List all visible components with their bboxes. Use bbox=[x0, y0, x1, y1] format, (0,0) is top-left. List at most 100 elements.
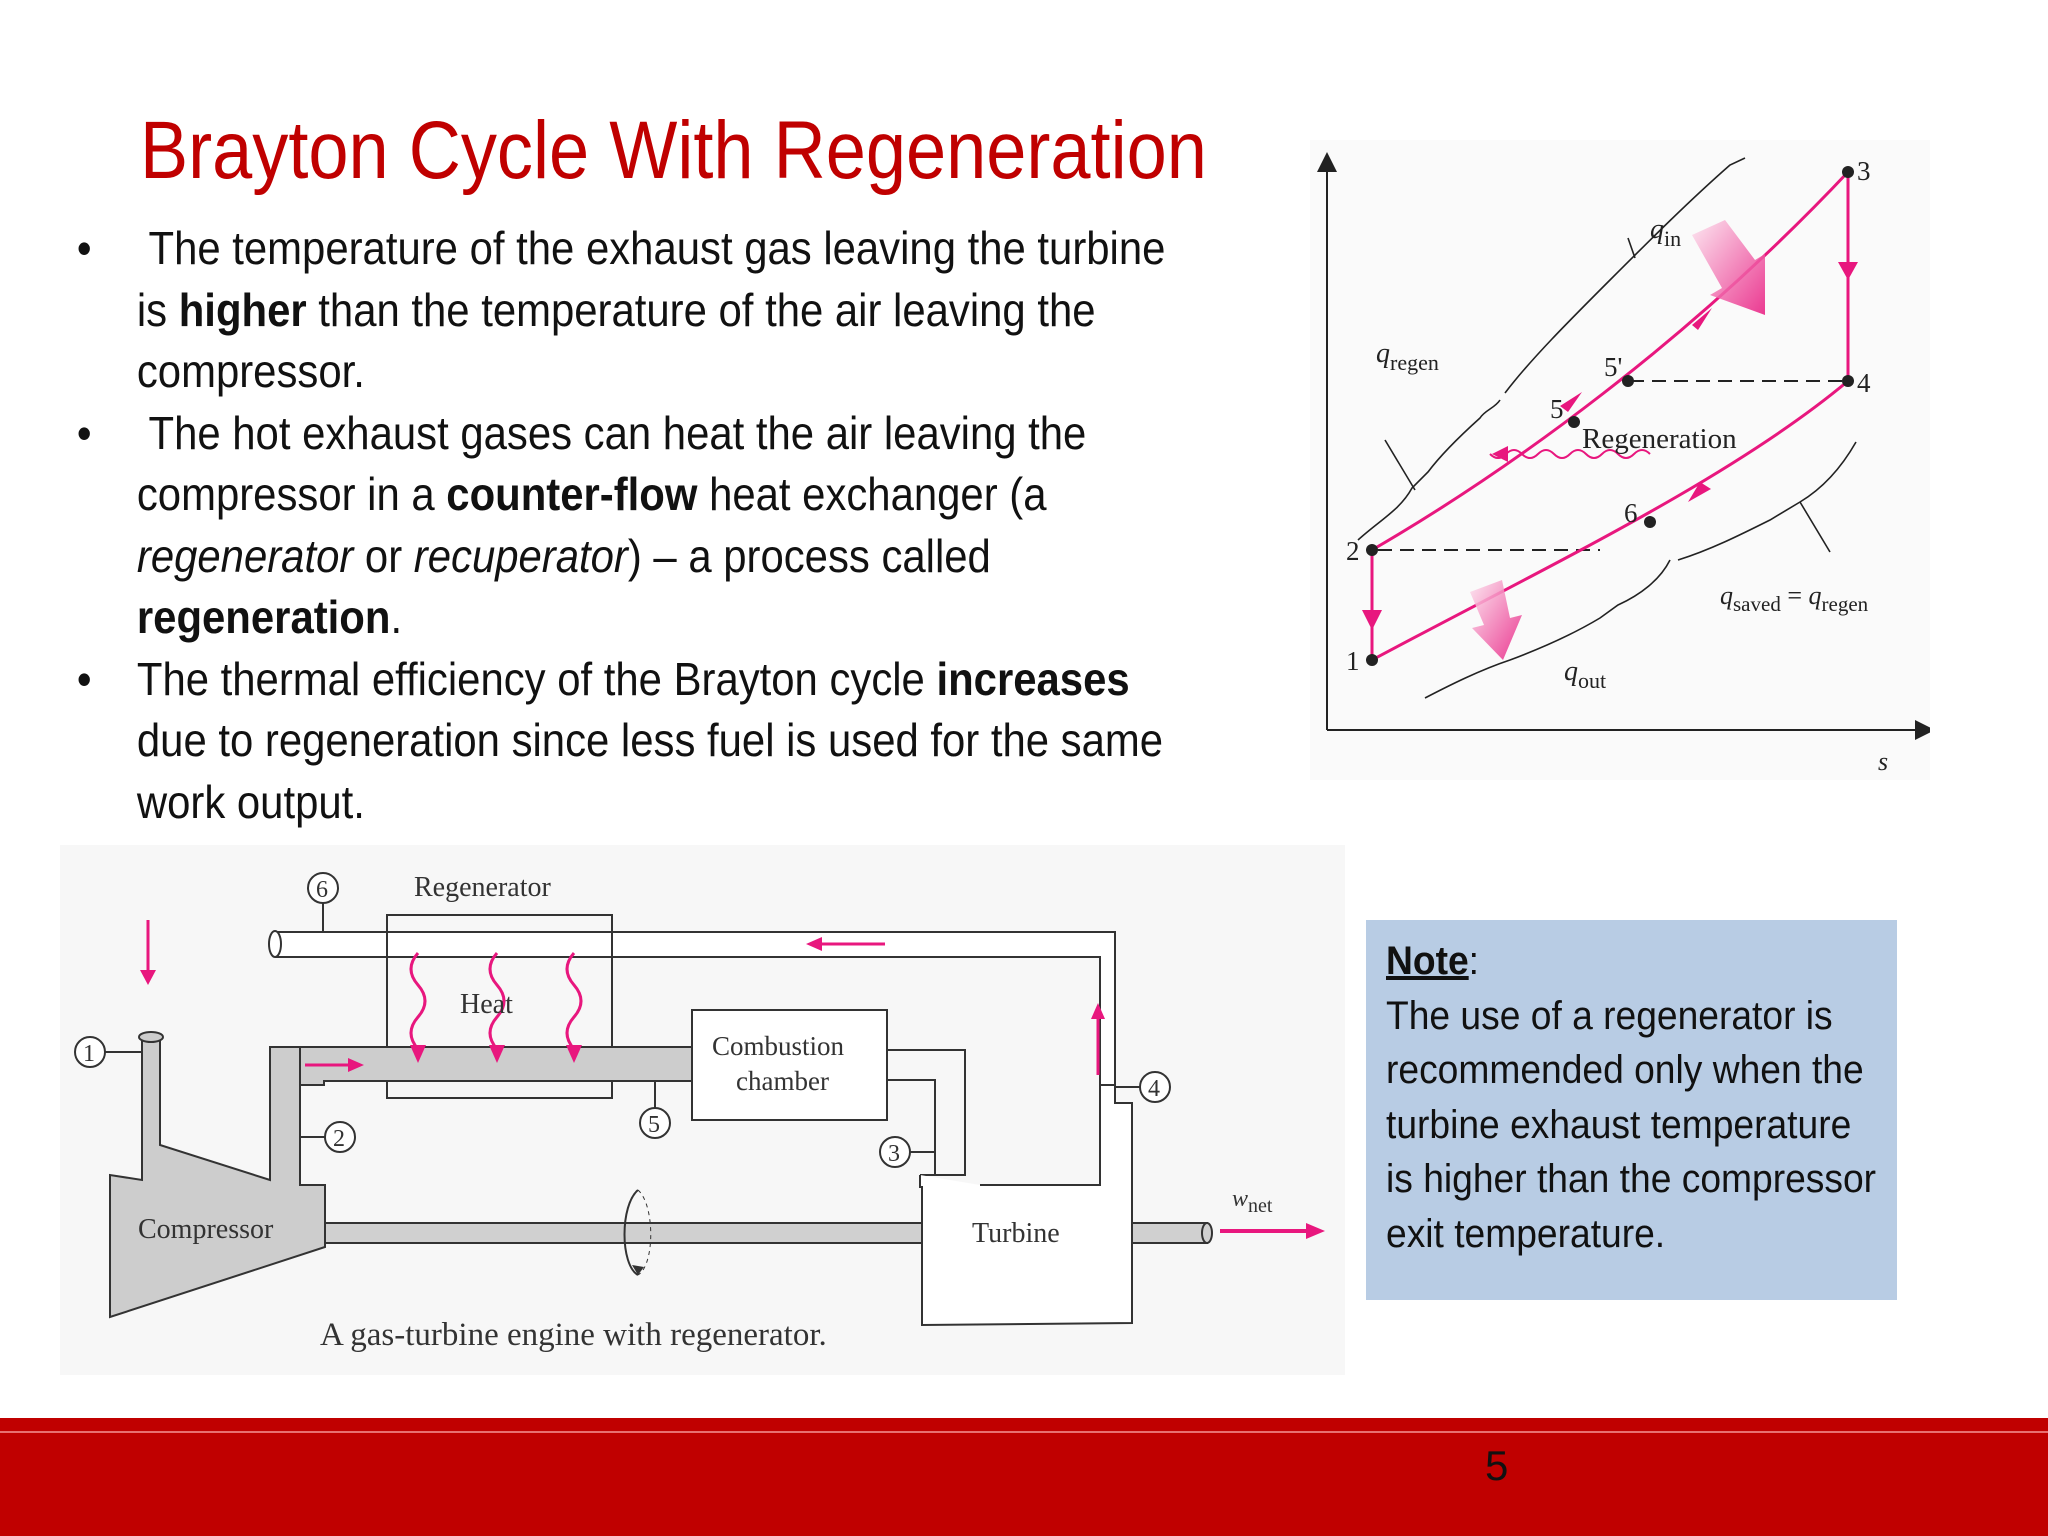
compressor-body bbox=[109, 1035, 326, 1319]
heat-arrowhead bbox=[489, 1045, 505, 1063]
combustion-chamber-label-2: chamber bbox=[736, 1066, 829, 1096]
heat-label: Heat bbox=[460, 989, 513, 1020]
process-4-1 bbox=[1371, 379, 1849, 662]
q-in-arrow bbox=[1692, 220, 1765, 315]
station-marker-5 bbox=[639, 1107, 671, 1139]
page-number: 5 bbox=[1485, 1442, 1509, 1489]
q-out-arrow bbox=[1470, 580, 1522, 660]
bullet-text-italic: regenerator bbox=[136, 529, 354, 582]
q-in-label: qin bbox=[1650, 214, 1681, 251]
q-regen-label: qregen bbox=[1376, 338, 1439, 375]
note-box: Note: The use of a regenerator is recomm… bbox=[1366, 920, 1897, 1300]
output-shaft bbox=[1131, 1222, 1208, 1244]
bullet-item: The hot exhaust gases can heat the air l… bbox=[75, 403, 1185, 649]
bullet-text: The thermal efficiency of the Brayton cy… bbox=[136, 652, 937, 705]
q-out-label: qout bbox=[1564, 656, 1606, 693]
s-axis-label: s bbox=[1878, 747, 1888, 776]
q-regen-brace bbox=[1357, 399, 1501, 541]
engine-caption: A gas-turbine engine with regenerator. bbox=[320, 1317, 827, 1353]
q-in-brace-tip bbox=[1627, 237, 1636, 259]
bullet-text: due to regeneration since less fuel is u… bbox=[136, 652, 1175, 828]
compressor-label: Compressor bbox=[138, 1214, 274, 1245]
footer-bar bbox=[0, 1418, 2048, 1536]
combustion-chamber bbox=[691, 1009, 888, 1121]
compressed-air-arrowhead bbox=[348, 1058, 364, 1072]
bullet-text-italic: recuperator bbox=[413, 529, 628, 582]
slide-title: Brayton Cycle With Regeneration bbox=[140, 105, 1207, 196]
bullet-text-bold: increases bbox=[936, 652, 1130, 705]
bullet-text: The hot exhaust gases can heat the air l… bbox=[136, 406, 1098, 521]
process-2-3 bbox=[1371, 170, 1850, 552]
heat-squiggle bbox=[409, 952, 427, 1050]
bullet-list: The temperature of the exhaust gas leavi… bbox=[75, 218, 1185, 833]
heat-squiggle bbox=[565, 952, 583, 1050]
station-marker-6 bbox=[307, 872, 339, 904]
station-label-2: 2 bbox=[333, 1126, 345, 1152]
bullet-text: heat exchanger (a bbox=[697, 468, 1059, 520]
state-label-1: 1 bbox=[1346, 646, 1360, 676]
bullet-item: The thermal efficiency of the Brayton cy… bbox=[75, 649, 1185, 834]
station-marker-1 bbox=[74, 1036, 106, 1068]
exhaust-arrowhead bbox=[806, 937, 822, 951]
state-label-5: 5 bbox=[1550, 394, 1564, 424]
footer-divider bbox=[0, 1431, 2048, 1433]
regeneration-arrow bbox=[1489, 449, 1651, 459]
bullet-text: ) – a process called bbox=[627, 529, 1003, 582]
station-label-4: 4 bbox=[1148, 1076, 1160, 1102]
combustor-turbine-duct bbox=[887, 1049, 966, 1176]
station-marker-4 bbox=[1139, 1071, 1171, 1103]
combustion-chamber-label-1: Combustion bbox=[712, 1031, 845, 1061]
bullet-text-bold: regeneration bbox=[136, 591, 391, 643]
note-label: Note bbox=[1386, 939, 1469, 983]
rotation-arrowhead bbox=[632, 1265, 644, 1275]
state-label-5-prime: 5' bbox=[1604, 352, 1622, 382]
bullet-text: The temperature of the exhaust gas leavi… bbox=[136, 222, 1178, 336]
bullet-text: than the temperature of the air leaving … bbox=[136, 283, 1108, 398]
duct-end bbox=[268, 930, 282, 958]
heat-arrowhead bbox=[410, 1045, 426, 1063]
q-saved-brace bbox=[1677, 441, 1857, 561]
state-point-2 bbox=[1366, 544, 1378, 556]
flow-arrow bbox=[1688, 482, 1711, 502]
station-label-5: 5 bbox=[648, 1112, 660, 1138]
state-label-6: 6 bbox=[1624, 498, 1638, 528]
state-point-3 bbox=[1842, 166, 1854, 178]
flow-arrow bbox=[1362, 610, 1382, 630]
state-point-5 bbox=[1568, 416, 1580, 428]
state-label-3: 3 bbox=[1857, 156, 1871, 186]
note-content: Note: The use of a regenerator is recomm… bbox=[1386, 934, 1888, 1261]
heat-squiggle bbox=[488, 952, 506, 1050]
inlet-arrowhead bbox=[140, 970, 156, 985]
turbine-label: Turbine bbox=[972, 1218, 1060, 1249]
bullet-text-bold: counter-flow bbox=[446, 468, 698, 520]
engine-diagram-svg: Regenerator Combustion chamber Compresso… bbox=[74, 872, 1325, 1353]
q-saved-leader bbox=[1799, 501, 1831, 553]
shaft-end bbox=[1201, 1222, 1213, 1244]
flow-arrow bbox=[1838, 262, 1858, 280]
note-text: The use of a regenerator is recommended … bbox=[1386, 993, 1877, 1256]
flow-arrow bbox=[1692, 308, 1712, 330]
station-marker-2 bbox=[324, 1121, 356, 1153]
q-regen-leader bbox=[1384, 439, 1416, 491]
bullet-text: . bbox=[390, 591, 403, 643]
station-label-1: 1 bbox=[83, 1041, 95, 1067]
state-label-4: 4 bbox=[1857, 368, 1871, 398]
heat-arrowhead bbox=[566, 1045, 582, 1063]
turbine-exit-arrowhead bbox=[1091, 1003, 1105, 1019]
ts-diagram-svg: T s bbox=[1292, 152, 1935, 776]
q-out-brace bbox=[1424, 559, 1671, 699]
station-label-3: 3 bbox=[888, 1141, 900, 1167]
bullet-item: The temperature of the exhaust gas leavi… bbox=[75, 218, 1185, 403]
q-saved-equals-q-regen: qsaved = qregen bbox=[1720, 581, 1869, 616]
turbine-body bbox=[919, 1084, 1133, 1327]
w-net-arrowhead bbox=[1306, 1223, 1325, 1239]
regenerator-box bbox=[386, 914, 613, 1099]
state-point-4 bbox=[1842, 375, 1854, 387]
station-label-6: 6 bbox=[316, 877, 328, 903]
compressor-inlet bbox=[138, 1031, 164, 1043]
state-point-5-prime bbox=[1622, 375, 1634, 387]
bullet-text: or bbox=[353, 529, 414, 582]
engine-diagram: Regenerator Combustion chamber Compresso… bbox=[60, 845, 1345, 1375]
state-point-6 bbox=[1644, 516, 1656, 528]
ts-diagram: T s bbox=[1292, 140, 1935, 780]
